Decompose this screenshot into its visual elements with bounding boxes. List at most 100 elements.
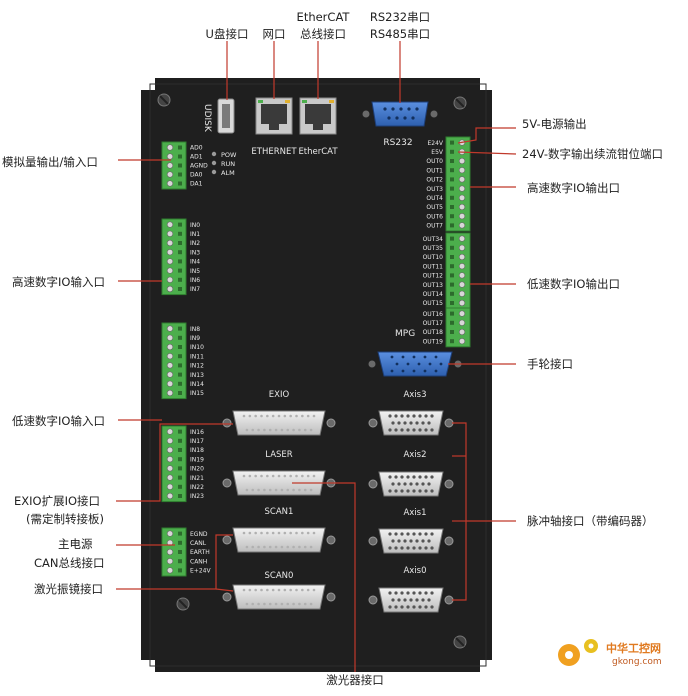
terminal-screw-icon: [166, 258, 174, 265]
terminal-screw-icon: [458, 213, 466, 220]
terminal-screw-icon: [166, 446, 174, 454]
terminal-screw-icon: [166, 144, 174, 151]
axis0-label: Axis0: [403, 566, 426, 576]
callout-ls-out: 低速数字IO输出口: [527, 277, 620, 291]
callout-ls-in: 低速数字IO输入口: [12, 414, 105, 428]
pin-label: IN2: [190, 240, 200, 247]
terminal-screw-icon: [166, 325, 174, 332]
terminal-screw-icon: [458, 272, 466, 279]
pin-label: DA1: [190, 181, 203, 188]
pin-label: OUT5: [426, 204, 443, 211]
callout-analog: 模拟量输出/输入口: [2, 155, 98, 169]
callout-main-power: 主电源: [58, 537, 93, 551]
pin-label: IN20: [190, 466, 204, 473]
pin-label: IN4: [190, 259, 200, 266]
callout-lines: [116, 41, 517, 672]
terminal-screw-icon: [458, 319, 466, 326]
ethercat-port: EtherCAT: [298, 97, 338, 157]
exio-connector: [222, 410, 336, 436]
pin-label: OUT7: [426, 223, 443, 230]
pin-label: OUT3: [426, 186, 443, 193]
pin-label: E5V: [431, 149, 444, 156]
terminal-screw-icon: [458, 194, 466, 201]
callout-laser: 激光器接口: [326, 673, 384, 687]
terminal-screw-icon: [458, 235, 466, 242]
pin-label: OUT15: [423, 300, 444, 307]
pin-label: OUT4: [426, 195, 443, 202]
pin-label: IN8: [190, 326, 200, 333]
terminal-screw-icon: [166, 371, 174, 378]
pin-label: IN19: [190, 456, 204, 463]
pin-label: OUT6: [426, 213, 443, 220]
callout-handwheel: 手轮接口: [527, 357, 573, 371]
terminal-screw-icon: [166, 428, 174, 435]
axis2-connector: [368, 471, 454, 497]
axis0-connector: [368, 587, 454, 613]
mounting-screws: [157, 93, 467, 649]
callout-pulse-axis: 脉冲轴接口（带编码器）: [527, 514, 654, 528]
pin-label: IN21: [190, 475, 204, 482]
pin-label: OUT34: [423, 236, 444, 243]
pin-label: IN6: [190, 277, 200, 284]
ethernet-port: ETHERNET: [251, 97, 297, 157]
pin-label: AGND: [190, 163, 208, 170]
screw-icon: [453, 96, 467, 110]
callout-ethercat-1: EtherCAT: [297, 10, 351, 24]
axis2-label: Axis2: [403, 450, 426, 460]
gear-icon: [558, 639, 598, 666]
callout-texts: U盘接口 网口 EtherCAT 总线接口 RS232串口 RS485串口 5V…: [2, 10, 663, 687]
pin-label: IN5: [190, 268, 200, 275]
mpg-port: MPG: [368, 329, 462, 377]
scan0-label: SCAN0: [265, 571, 294, 581]
led-icon: [211, 160, 217, 166]
pin-label: OUT10: [423, 254, 444, 261]
terminal-screw-icon: [166, 276, 174, 283]
pin-label: CANH: [190, 558, 207, 565]
terminal-screw-icon: [458, 328, 466, 336]
led-label: POW: [221, 151, 237, 159]
terminal-screw-icon: [166, 171, 174, 178]
terminal-screw-icon: [458, 244, 466, 251]
pin-label: E24V: [427, 140, 443, 147]
pin-label: IN12: [190, 363, 204, 370]
terminal-screw-icon: [166, 334, 174, 341]
pin-label: IN15: [190, 390, 204, 397]
terminal-screw-icon: [166, 465, 174, 472]
pin-label: IN11: [190, 353, 204, 360]
pin-label: IN23: [190, 493, 204, 500]
terminal-screw-icon: [458, 253, 466, 261]
rs232-label: RS232: [383, 138, 412, 148]
pin-label: OUT17: [423, 320, 444, 327]
callout-galvo: 激光振镜接口: [34, 582, 103, 596]
exio-label: EXIO: [269, 390, 290, 400]
led-label: RUN: [221, 160, 235, 168]
callout-24v: 24V-数字输出续流钳位端口: [522, 147, 663, 161]
terminal-screw-icon: [166, 343, 174, 351]
pin-label: E+24V: [190, 568, 211, 575]
terminal-screw-icon: [458, 299, 466, 307]
pin-label: OUT0: [426, 158, 443, 165]
terminal-screw-icon: [458, 310, 466, 317]
pin-label: IN18: [190, 447, 204, 454]
pin-label: IN3: [190, 249, 200, 256]
pin-label: IN13: [190, 372, 204, 379]
udisk-label: UDISK: [202, 104, 212, 133]
watermark-brand: 中华工控网: [606, 641, 661, 655]
terminal-screw-icon: [458, 157, 466, 165]
terminal-screw-icon: [166, 353, 174, 360]
terminal-screw-icon: [166, 180, 174, 187]
axis3-connector: [368, 410, 454, 436]
terminal-screw-icon: [458, 176, 466, 183]
screw-icon: [157, 93, 171, 107]
terminal-screw-icon: [166, 567, 174, 574]
terminal-screw-icon: [166, 285, 174, 293]
callout-hs-out: 高速数字IO输出口: [527, 181, 620, 195]
callout-5v: 5V-电源输出: [522, 117, 587, 131]
